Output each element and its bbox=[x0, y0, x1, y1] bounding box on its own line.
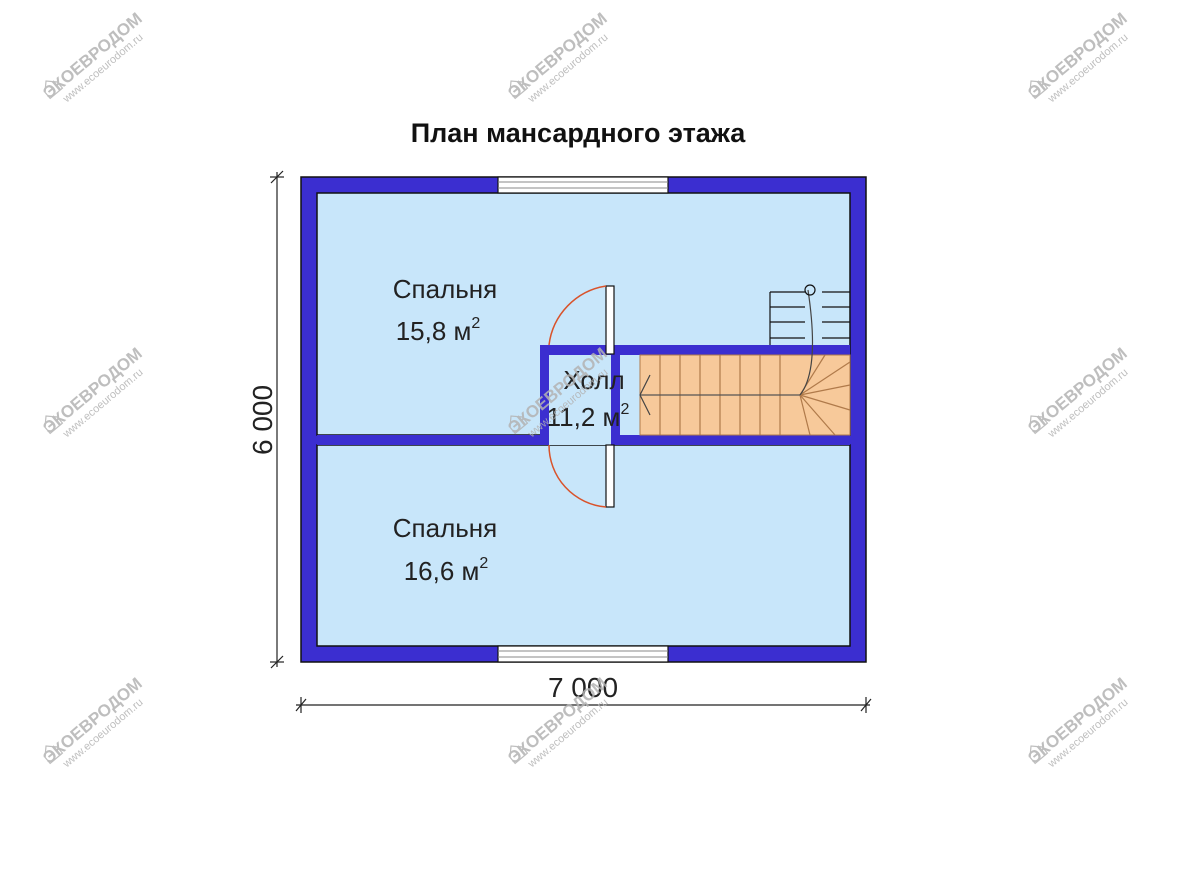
house-icon bbox=[44, 80, 64, 100]
room-area: 16,6 м2 bbox=[404, 555, 489, 586]
house-icon bbox=[44, 415, 64, 435]
room-label-bedroom-bottom: Спальня 16,6 м2 bbox=[393, 513, 497, 586]
watermark-brand: ЭКОЕВРОДОМ bbox=[39, 674, 145, 768]
room-area: 11,2 м2 bbox=[547, 401, 630, 432]
staircase bbox=[639, 289, 851, 436]
watermark-brand: ЭКОЕВРОДОМ bbox=[1024, 344, 1130, 438]
house-icon bbox=[1029, 80, 1049, 100]
room-floor-hall bbox=[549, 355, 611, 445]
room-name: Холл bbox=[563, 365, 624, 395]
stair-upper-flight bbox=[769, 284, 850, 345]
watermark-brand: ЭКОЕВРОДОМ bbox=[1024, 9, 1130, 103]
window-bottom bbox=[497, 645, 669, 663]
dimension-width bbox=[295, 697, 872, 713]
house-icon bbox=[44, 745, 64, 765]
door-bedroom-bottom bbox=[548, 444, 615, 508]
room-area: 15,8 м2 bbox=[396, 315, 481, 346]
dimension-height-label: 6 000 bbox=[247, 385, 278, 455]
room-label-hall: Холл 11,2 м2 bbox=[547, 365, 630, 432]
watermark-brand: ЭКОЕВРОДОМ bbox=[39, 9, 145, 103]
room-name: Спальня bbox=[393, 513, 497, 543]
dimension-height bbox=[270, 170, 284, 669]
watermark-brand: ЭКОЕВРОДОМ bbox=[1024, 674, 1130, 768]
house-icon bbox=[509, 80, 529, 100]
watermark-brand: ЭКОЕВРОДОМ bbox=[39, 344, 145, 438]
house-icon bbox=[509, 415, 529, 435]
plan-title: План мансардного этажа bbox=[411, 118, 747, 148]
house-icon bbox=[1029, 415, 1049, 435]
door-bedroom-top bbox=[548, 285, 615, 355]
watermark-brand: ЭКОЕВРОДОМ bbox=[504, 9, 610, 103]
window-top bbox=[497, 176, 669, 194]
house-icon bbox=[1029, 745, 1049, 765]
room-name: Спальня bbox=[393, 274, 497, 304]
hall-door-opening bbox=[549, 435, 611, 445]
dimension-width-label: 7 000 bbox=[548, 672, 618, 703]
room-floor-bedroom-bottom bbox=[316, 444, 851, 647]
room-label-bedroom-top: Спальня 15,8 м2 bbox=[393, 274, 497, 346]
house-icon bbox=[509, 745, 529, 765]
